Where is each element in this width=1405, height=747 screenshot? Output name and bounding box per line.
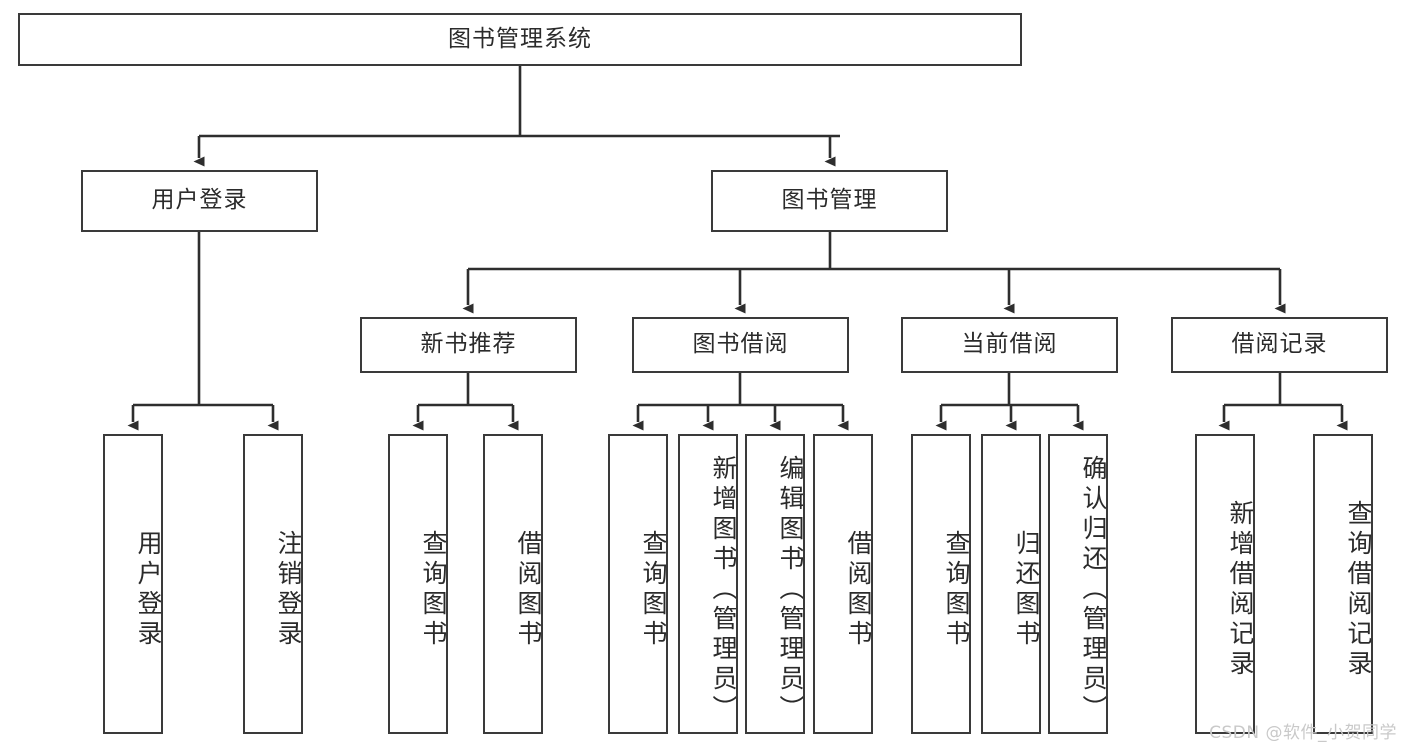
leaf-return-book[interactable]: 归还图书 [981, 434, 1041, 734]
node-label: 借阅记录 [1231, 331, 1328, 358]
node-label: 图书管理 [781, 187, 878, 214]
node-user-login[interactable]: 用户登录 [81, 170, 318, 232]
leaf-query-borrow-record[interactable]: 查询借阅记录 [1313, 434, 1373, 734]
leaf-query-book-recommend[interactable]: 查询图书 [388, 434, 448, 734]
leaf-confirm-return-admin[interactable]: 确认归还（管理员） [1048, 434, 1108, 734]
leaf-borrow-book-recommend[interactable]: 借阅图书 [483, 434, 543, 734]
node-label: 图书借阅 [692, 331, 789, 358]
leaf-add-borrow-record[interactable]: 新增借阅记录 [1195, 434, 1255, 734]
node-label: 借阅图书 [514, 530, 543, 650]
node-label: 图书管理系统 [448, 25, 592, 52]
node-borrow-records[interactable]: 借阅记录 [1171, 317, 1388, 373]
leaf-edit-book-admin[interactable]: 编辑图书（管理员） [745, 434, 805, 734]
node-label: 用户登录 [134, 530, 163, 650]
node-current-borrow[interactable]: 当前借阅 [901, 317, 1118, 373]
node-label: 归还图书 [1012, 530, 1041, 650]
node-label: 确认归还（管理员） [1079, 455, 1108, 725]
node-label: 查询图书 [419, 530, 448, 650]
node-label: 查询图书 [639, 530, 668, 650]
leaf-add-book-admin[interactable]: 新增图书（管理员） [678, 434, 738, 734]
node-label: 新增图书（管理员） [709, 455, 738, 725]
node-label: 查询图书 [942, 530, 971, 650]
watermark-text: CSDN @软件_小贺同学 [1209, 723, 1397, 743]
node-label: 新增借阅记录 [1226, 500, 1255, 680]
node-label: 编辑图书（管理员） [776, 455, 805, 725]
leaf-logout[interactable]: 注销登录 [243, 434, 303, 734]
leaf-query-book-borrow[interactable]: 查询图书 [608, 434, 668, 734]
node-label: 新书推荐 [420, 331, 517, 358]
node-label: 注销登录 [274, 530, 303, 650]
node-new-book-recommend[interactable]: 新书推荐 [360, 317, 577, 373]
node-label: 借阅图书 [844, 530, 873, 650]
leaf-borrow-book[interactable]: 借阅图书 [813, 434, 873, 734]
node-root-system[interactable]: 图书管理系统 [18, 13, 1022, 66]
leaf-query-book-current[interactable]: 查询图书 [911, 434, 971, 734]
node-book-borrow[interactable]: 图书借阅 [632, 317, 849, 373]
leaf-user-login[interactable]: 用户登录 [103, 434, 163, 734]
node-label: 用户登录 [151, 187, 248, 214]
node-book-management[interactable]: 图书管理 [711, 170, 948, 232]
node-label: 当前借阅 [961, 331, 1058, 358]
node-label: 查询借阅记录 [1344, 500, 1373, 680]
